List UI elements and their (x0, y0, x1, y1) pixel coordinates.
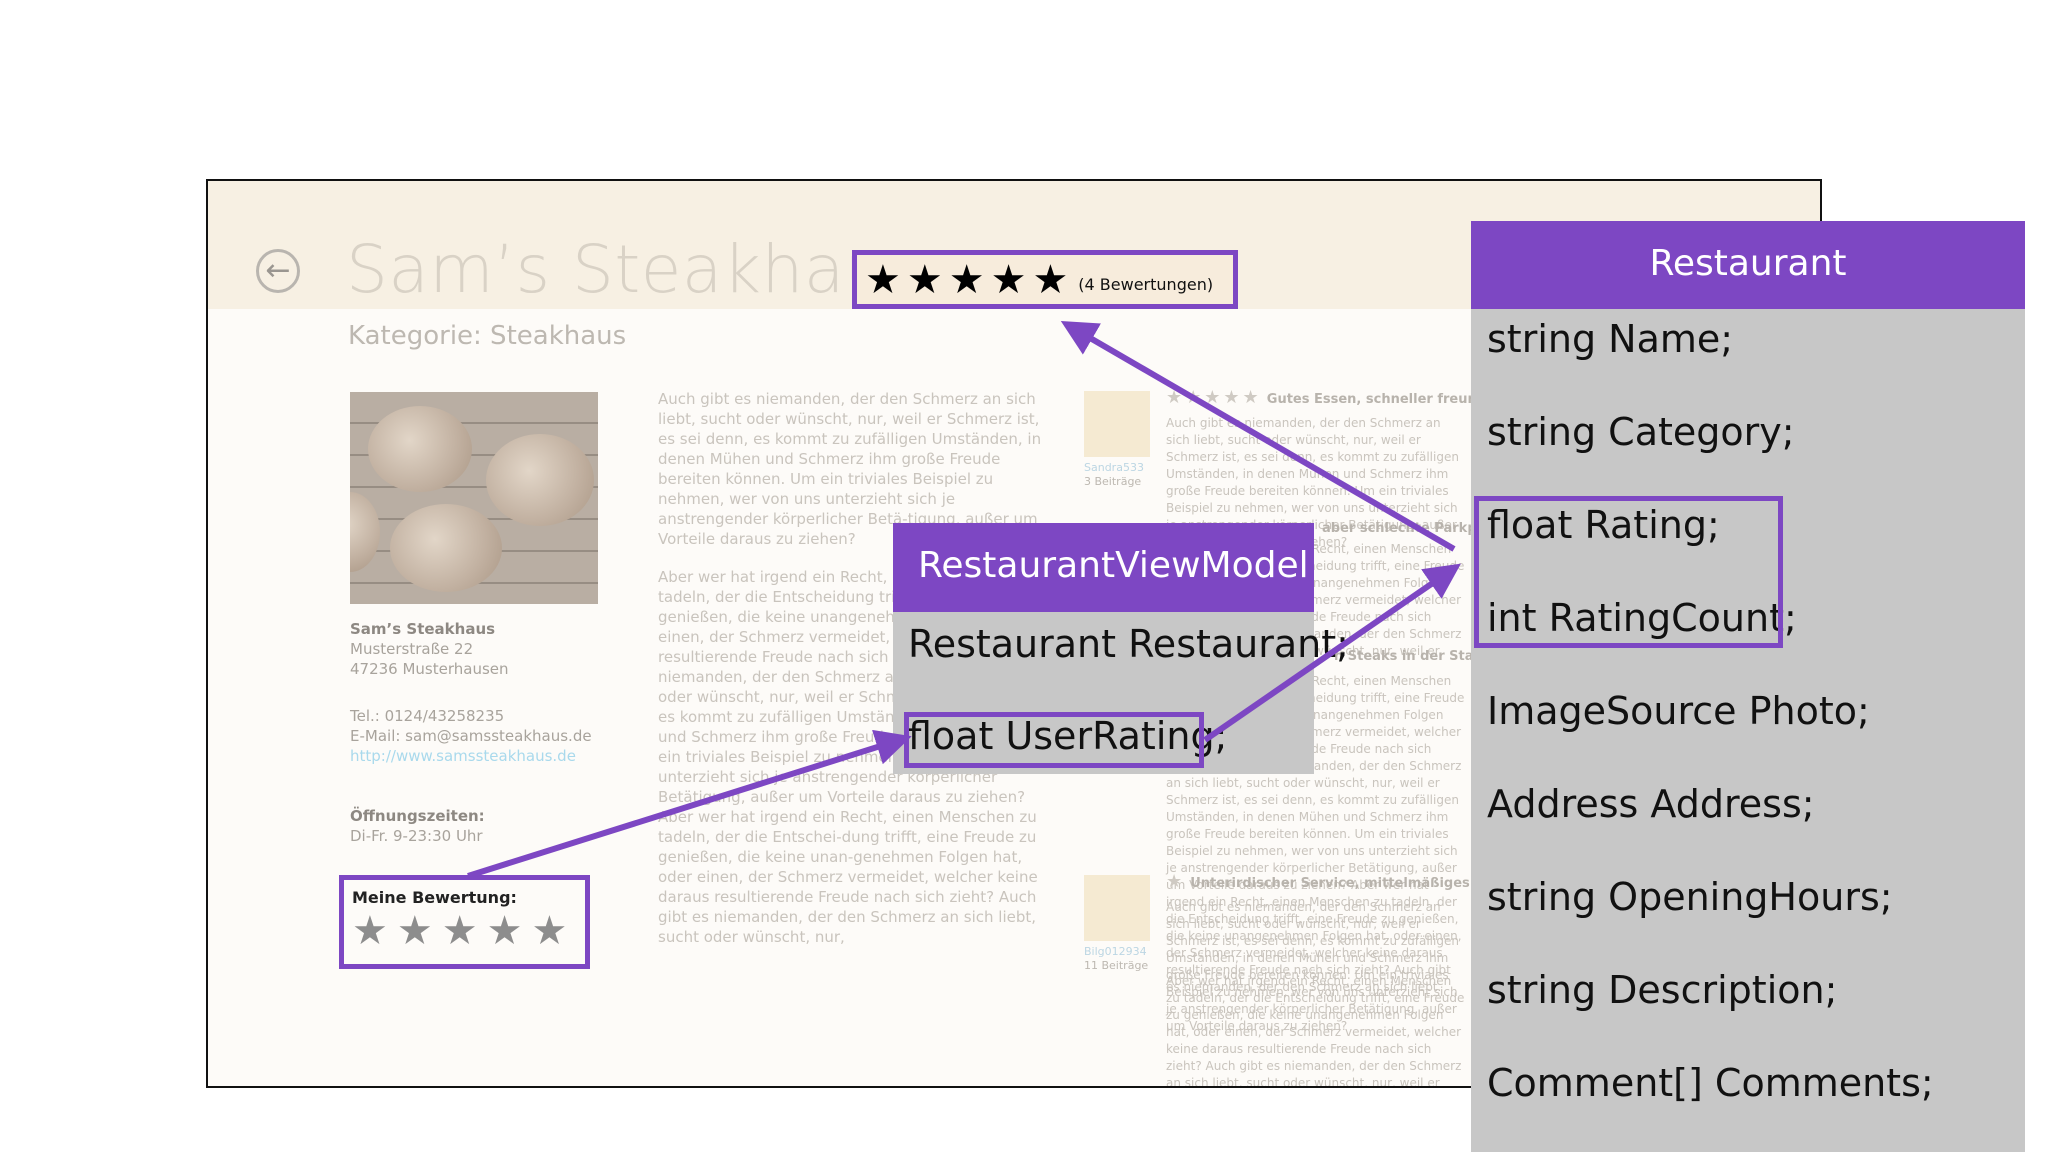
my-rating-stars[interactable]: ★★★★★ (352, 908, 577, 954)
model-class-title: Restaurant (1471, 221, 2025, 309)
model-member: Comment[] Comments; (1487, 1061, 1934, 1105)
review-stars: ★ (1166, 871, 1186, 892)
info-street: Musterstraße 22 (350, 640, 474, 658)
back-button[interactable]: ← (256, 249, 300, 293)
rating-stars: ★★★★★ (865, 256, 1075, 303)
my-rating-highlight: Meine Bewertung: ★★★★★ (339, 875, 590, 969)
rating-highlight: ★★★★★ (4 Bewertungen) (852, 250, 1238, 309)
back-arrow-icon: ← (265, 253, 291, 288)
model-member: string Category; (1487, 410, 1795, 454)
rating-count: (4 Bewertungen) (1078, 275, 1214, 294)
model-member: ImageSource Photo; (1487, 689, 1870, 733)
model-member: int RatingCount; (1487, 596, 1797, 640)
arrow-myrating-to-userrating (467, 729, 912, 879)
hours-block: Öffnungszeiten: Di-Fr. 9-23:30 Uhr (350, 806, 485, 846)
restaurant-photo (350, 392, 598, 604)
review-avatar (1084, 875, 1150, 941)
info-name: Sam’s Steakhaus (350, 620, 496, 638)
page-title: Sam’s Steakhaus (346, 231, 923, 308)
arrow-rating-to-title (1060, 320, 1456, 552)
review-title: Unterirdischer Service, mittelmäßiges Es… (1190, 876, 1499, 891)
model-class-body: string Name; string Category; float Rati… (1471, 309, 2025, 1152)
viewmodel-class-body: Restaurant Restaurant; float UserRating; (893, 612, 1349, 774)
model-member: string Name; (1487, 317, 1734, 361)
model-member: string OpeningHours; (1487, 875, 1893, 919)
contact-block: Tel.: 0124/43258235 E-Mail: sam@samsstea… (350, 706, 592, 766)
viewmodel-member: Restaurant Restaurant; (908, 622, 1349, 666)
rating-fields-highlight (1474, 496, 1783, 648)
review-text: Aber wer hat irgend ein Recht, einen Men… (1166, 974, 1465, 1088)
review-count: 11 Beiträge (1084, 959, 1149, 972)
review-text: Auch gibt es niemanden, der den Schmerz … (1166, 900, 1459, 1033)
model-member: Address Address; (1487, 782, 1815, 826)
viewmodel-member: float UserRating; (908, 714, 1228, 758)
review-author[interactable]: Sandra533 (1084, 461, 1144, 474)
info-hours-label: Öffnungszeiten: (350, 807, 485, 825)
review-author[interactable]: Bilg012934 (1084, 945, 1147, 958)
address-block: Sam’s Steakhaus Musterstraße 22 47236 Mu… (350, 619, 509, 679)
review-count: 3 Beiträge (1084, 475, 1142, 488)
info-hours: Di-Fr. 9-23:30 Uhr (350, 827, 483, 845)
category-label: Kategorie: Steakhaus (348, 321, 627, 351)
review-header: ★ Unterirdischer Service, mittelmäßiges … (1166, 871, 1499, 892)
model-member: string Description; (1487, 968, 1838, 1012)
info-phone: Tel.: 0124/43258235 (350, 707, 505, 725)
arrow-userrating-to-ratingcount (1203, 563, 1461, 743)
model-member: float Rating; (1487, 503, 1720, 547)
review-header: ★★★★★ Gutes Essen, schneller freun (1166, 387, 1477, 408)
info-email[interactable]: E-Mail: sam@samssteakhaus.de (350, 727, 592, 745)
viewmodel-class-title: RestaurantViewModel (893, 523, 1314, 612)
info-city: 47236 Musterhausen (350, 660, 509, 678)
review-title: Gutes Essen, schneller freun (1266, 392, 1477, 407)
my-rating-label: Meine Bewertung: (352, 888, 517, 907)
review-title: aber schlechte Parkplat (1322, 521, 1497, 536)
review-avatar (1084, 391, 1150, 457)
review-title: n Steaks in der Stadt (1334, 649, 1490, 664)
info-website-link[interactable]: http://www.samssteakhaus.de (350, 747, 576, 765)
